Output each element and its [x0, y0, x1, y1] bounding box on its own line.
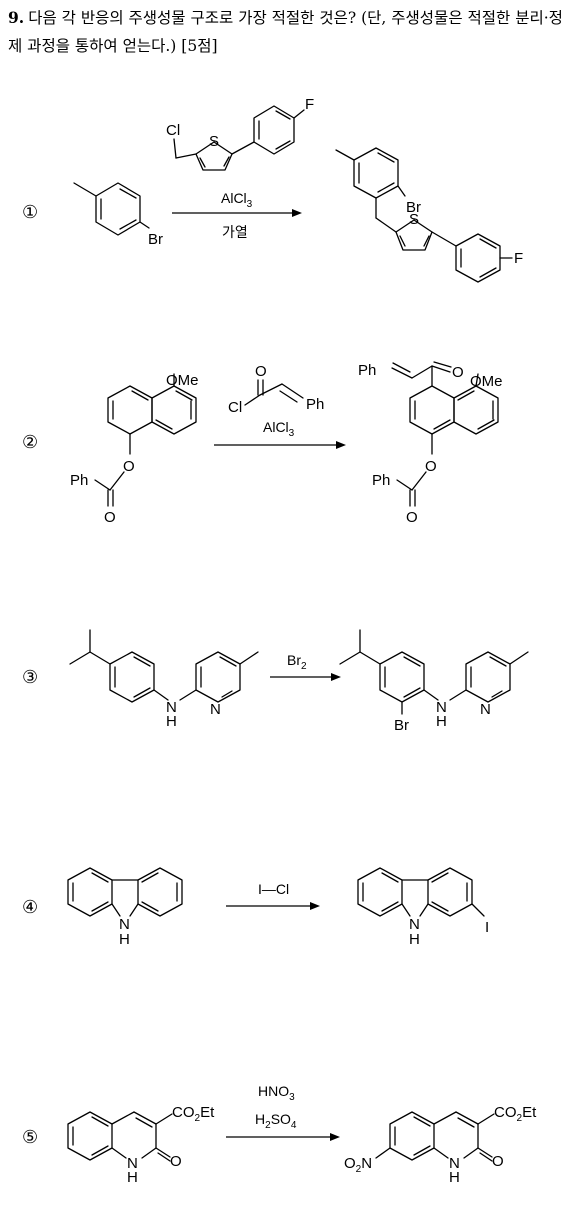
atom-O2N: O2N [344, 1155, 372, 1175]
atom-N: N [119, 916, 130, 933]
substrate-2: OMe O Ph O [70, 372, 199, 526]
reaction-4: ④ N H I—Cl [22, 867, 489, 948]
atom-O-ketone: O [452, 364, 464, 381]
atom-H: H [119, 931, 130, 948]
atom-Ph: Ph [358, 362, 376, 379]
atom-N: N [449, 1155, 460, 1172]
reagent-2: O Cl Ph [228, 363, 324, 416]
question-stem: 9.다음 각 반응의 주생성물 구조로 가장 적절한 것은? (단, 주생성물은… [8, 4, 568, 60]
substrate-4: N H [67, 867, 183, 948]
atom-F: F [514, 250, 523, 267]
atom-H: H [166, 713, 177, 730]
atom-O: O [492, 1153, 504, 1170]
atom-N-amine: N [436, 699, 447, 716]
reagent-HNO3: HNO3 [258, 1083, 295, 1103]
atom-OMe: OMe [166, 372, 199, 389]
question-text: 다음 각 반응의 주생성물 구조로 가장 적절한 것은? (단, 주생성물은 적… [8, 9, 563, 55]
option-label-4: ④ [22, 897, 38, 918]
atom-N-pyridine: N [210, 701, 221, 718]
atom-Ph-ester: Ph [372, 472, 390, 489]
atom-S: S [409, 211, 419, 228]
atom-H: H [409, 931, 420, 948]
product-4: N H I [357, 867, 489, 948]
option-label-1: ① [22, 202, 38, 223]
option-label-2: ② [22, 432, 38, 453]
reagent-AlCl3: AlCl3 [221, 190, 253, 210]
atom-CO2Et: CO2Et [494, 1104, 537, 1124]
reagent-AlCl3: AlCl3 [263, 419, 295, 439]
atom-H: H [127, 1169, 138, 1186]
product-1: Br S F [335, 147, 523, 283]
atom-O: O [255, 363, 267, 380]
option-label-3: ③ [22, 667, 38, 688]
reaction-1: ① Br Cl S F AlCl3 [22, 96, 523, 283]
product-3: Br N H N [339, 629, 529, 734]
atom-I: I [485, 919, 489, 936]
atom-S: S [209, 133, 219, 150]
atom-Cl: Cl [166, 122, 180, 139]
atom-Ph: Ph [306, 396, 324, 413]
substrate-1: Br [73, 182, 163, 248]
reaction-5: ⑤ CO2Et O N H HNO3 H2SO4 [22, 1083, 537, 1186]
atom-Br: Br [148, 231, 163, 248]
atom-Br: Br [394, 717, 409, 734]
atom-O-ester: O [123, 458, 135, 475]
atom-N: N [409, 916, 420, 933]
reagent-1: Cl S F AlCl3 [166, 96, 314, 210]
atom-Br: Br [406, 199, 421, 216]
atom-N: N [127, 1155, 138, 1172]
substrate-5: CO2Et O N H [67, 1104, 215, 1186]
atom-Cl: Cl [228, 399, 242, 416]
atom-N-amine: N [166, 699, 177, 716]
product-2: OMe O Ph O Ph O [358, 361, 503, 526]
substrate-3: N H N [69, 629, 259, 730]
atom-H: H [449, 1169, 460, 1186]
atom-O: O [170, 1153, 182, 1170]
reaction-3: ③ N H N Br2 [22, 629, 529, 734]
reagent-Br2: Br2 [287, 652, 307, 672]
atom-OMe: OMe [470, 373, 503, 390]
atom-O-ester: O [425, 458, 437, 475]
atom-CO2Et: CO2Et [172, 1104, 215, 1124]
atom-N-pyridine: N [480, 701, 491, 718]
option-label-5: ⑤ [22, 1127, 38, 1148]
question-number: 9. [8, 8, 25, 27]
atom-O-carbonyl: O [104, 509, 116, 526]
reaction-2: ② OMe O Ph O O Cl [22, 361, 503, 526]
atom-F: F [305, 96, 314, 113]
atom-O-carbonyl: O [406, 509, 418, 526]
atom-Ph: Ph [70, 472, 88, 489]
reagent-H2SO4: H2SO4 [255, 1111, 297, 1131]
product-5: CO2Et O N H O2N [344, 1104, 537, 1186]
reagent-heat: 가열 [222, 224, 248, 240]
atom-H: H [436, 713, 447, 730]
reagent-ICl: I—Cl [258, 881, 289, 897]
